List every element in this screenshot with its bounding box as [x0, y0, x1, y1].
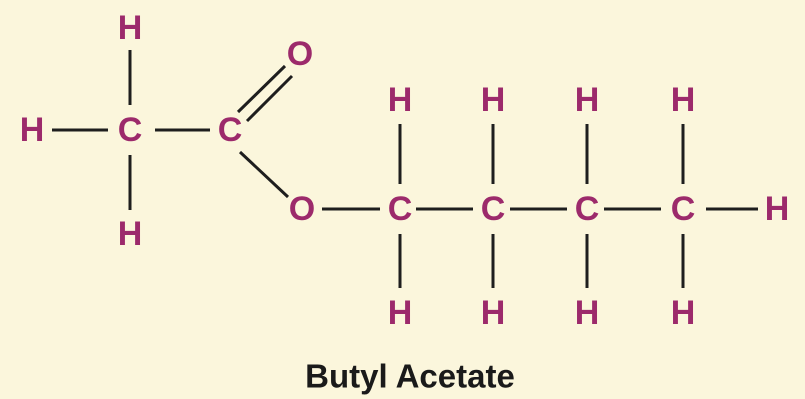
atom-h-c6-top: H [671, 81, 696, 119]
atom-h-bottom-left: H [118, 215, 143, 253]
atom-h-far-right: H [765, 190, 790, 228]
atom-h-c4-top: H [481, 81, 506, 119]
atom-h-c3-top: H [388, 81, 413, 119]
atom-o-carbonyl: O [287, 35, 313, 73]
atom-h-c6-bottom: H [671, 294, 696, 332]
atom-c5: C [575, 190, 600, 228]
bonds [52, 50, 758, 288]
molecule-caption: Butyl Acetate [305, 358, 515, 395]
atom-h-top-left: H [118, 9, 143, 47]
atom-h-far-left: H [20, 111, 45, 149]
atom-c4: C [481, 190, 506, 228]
bond-c2-o-double-b [245, 74, 294, 123]
atom-h-c3-bottom: H [388, 294, 413, 332]
bond-c2-o-double-a [236, 64, 287, 114]
bond-c2-o-ester [238, 150, 290, 199]
atom-c3: C [388, 190, 413, 228]
atom-c2-carbonyl: C [218, 111, 243, 149]
atom-h-c4-bottom: H [481, 294, 506, 332]
atom-c6: C [671, 190, 696, 228]
atom-h-c5-top: H [575, 81, 600, 119]
atom-h-c5-bottom: H [575, 294, 600, 332]
atom-o-ester: O [289, 190, 315, 228]
atom-c1-methyl: C [118, 111, 143, 149]
